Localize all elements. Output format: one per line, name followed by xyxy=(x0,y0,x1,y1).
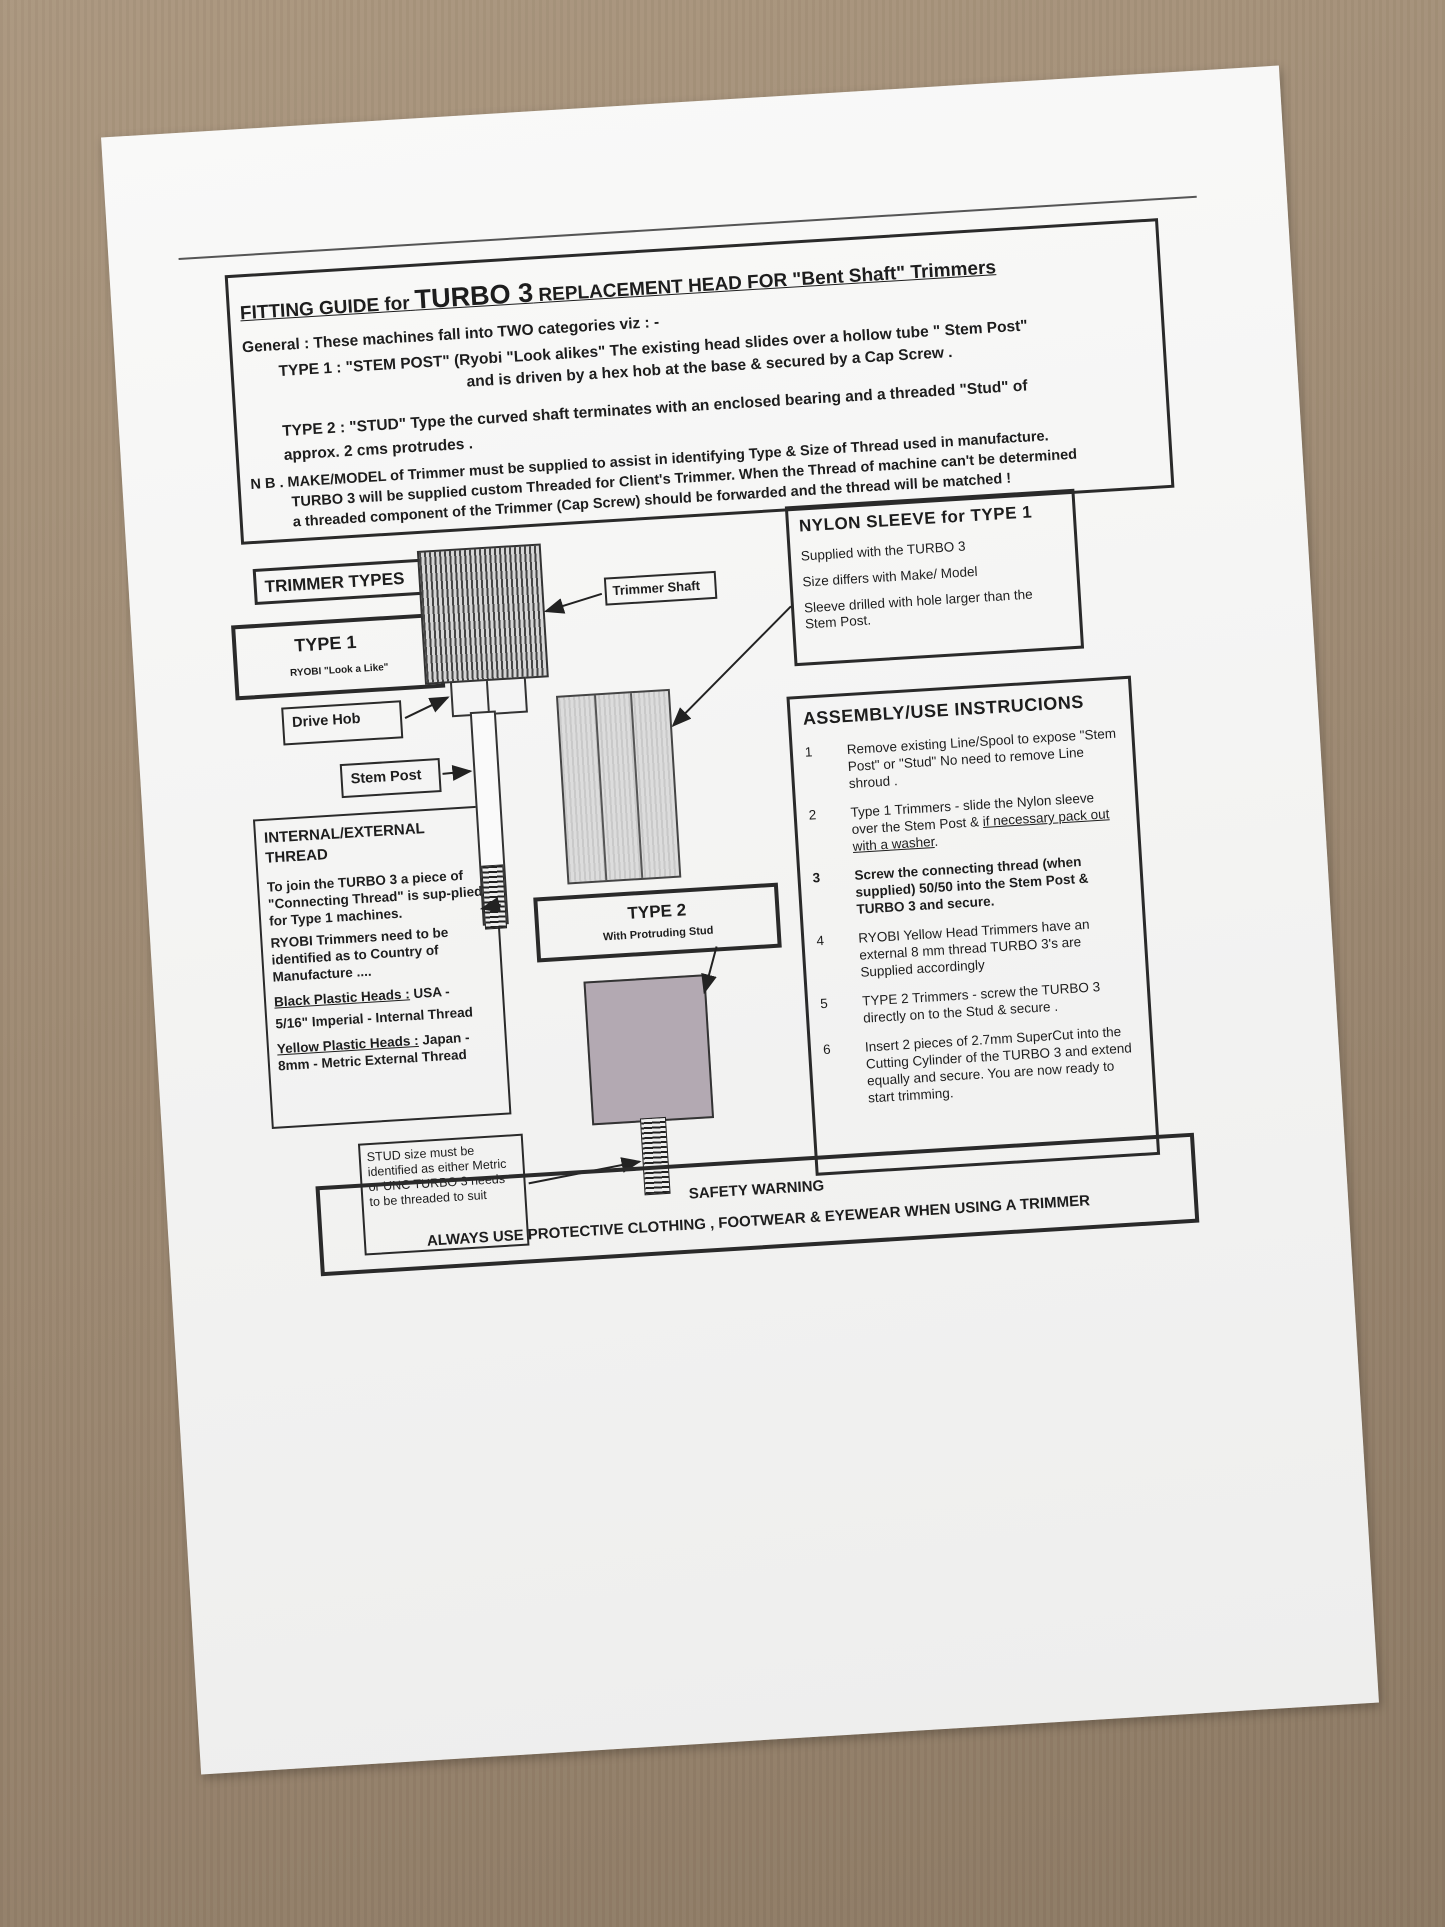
nylon-line2: Size differs with Make/ Model xyxy=(802,563,978,590)
arrow-post xyxy=(442,764,473,781)
nylon-line3: Sleeve drilled with hole larger than the… xyxy=(803,586,1033,632)
step-text: Screw the connecting thread (when suppli… xyxy=(854,854,1089,917)
arrow-type2 xyxy=(701,946,718,995)
diagram-arrows xyxy=(404,592,792,1185)
step-number: 3 xyxy=(812,870,821,886)
step-number: 4 xyxy=(815,932,825,949)
step-number: 5 xyxy=(819,995,829,1012)
arrow-nylon xyxy=(671,605,792,728)
step-text: Insert 2 pieces of 2.7mm SuperCut into t… xyxy=(864,1023,1133,1106)
step-number: 6 xyxy=(822,1041,832,1058)
arrow-hob xyxy=(404,696,450,719)
step-text-end: . xyxy=(933,833,939,849)
nylon-sleeve-box: NYLON SLEEVE for TYPE 1 Supplied with th… xyxy=(784,488,1085,667)
assembly-step: 3 Screw the connecting thread (when suppl… xyxy=(812,850,1130,920)
step-text: Remove existing Line/Spool to expose "St… xyxy=(846,725,1117,792)
assembly-step: 1 Remove existing Line/Spool to expose "S… xyxy=(804,725,1122,795)
step-text: RYOBI Yellow Head Trimmers have an exter… xyxy=(857,916,1090,980)
step-text: TYPE 2 Trimmers - screw the TURBO 3 dire… xyxy=(861,979,1101,1026)
nylon-line1: Supplied with the TURBO 3 xyxy=(800,538,966,564)
assembly-step: 5 TYPE 2 Trimmers - screw the TURBO 3 dir… xyxy=(820,976,1136,1029)
arrow-stud xyxy=(528,1157,642,1185)
fitting-guide-sheet: FITTING GUIDE for TURBO 3 REPLACEMENT HE… xyxy=(101,65,1379,1775)
assembly-heading: ASSEMBLY/USE INSTRUCIONS xyxy=(802,691,1085,729)
assembly-step: 6 Insert 2 pieces of 2.7mm SuperCut into … xyxy=(823,1022,1142,1109)
step-number: 1 xyxy=(804,744,813,760)
nylon-heading: NYLON SLEEVE for TYPE 1 xyxy=(798,502,1033,536)
step-number: 2 xyxy=(808,807,817,823)
arrow-shaft xyxy=(543,592,603,614)
assembly-instructions-box: ASSEMBLY/USE INSTRUCIONS 1 Remove existin… xyxy=(786,675,1161,1176)
assembly-step: 4 RYOBI Yellow Head Trimmers have an exte… xyxy=(816,913,1134,983)
arrow-thread xyxy=(479,897,502,913)
